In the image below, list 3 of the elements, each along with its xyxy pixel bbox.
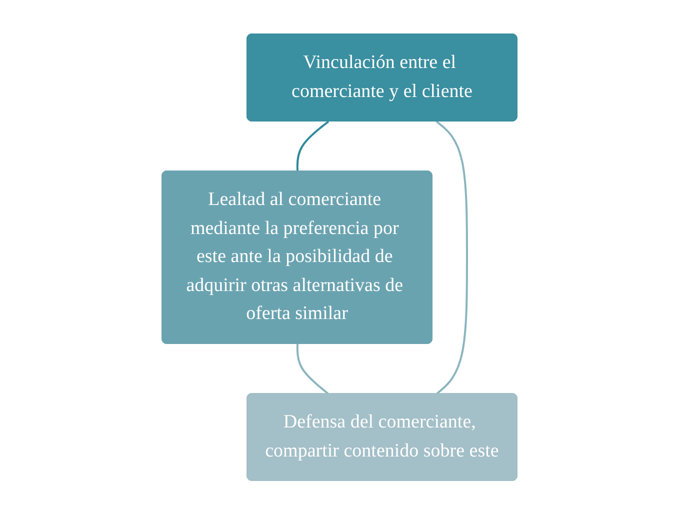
connector (435, 120, 468, 395)
connector (296, 120, 329, 172)
connector (296, 344, 329, 395)
